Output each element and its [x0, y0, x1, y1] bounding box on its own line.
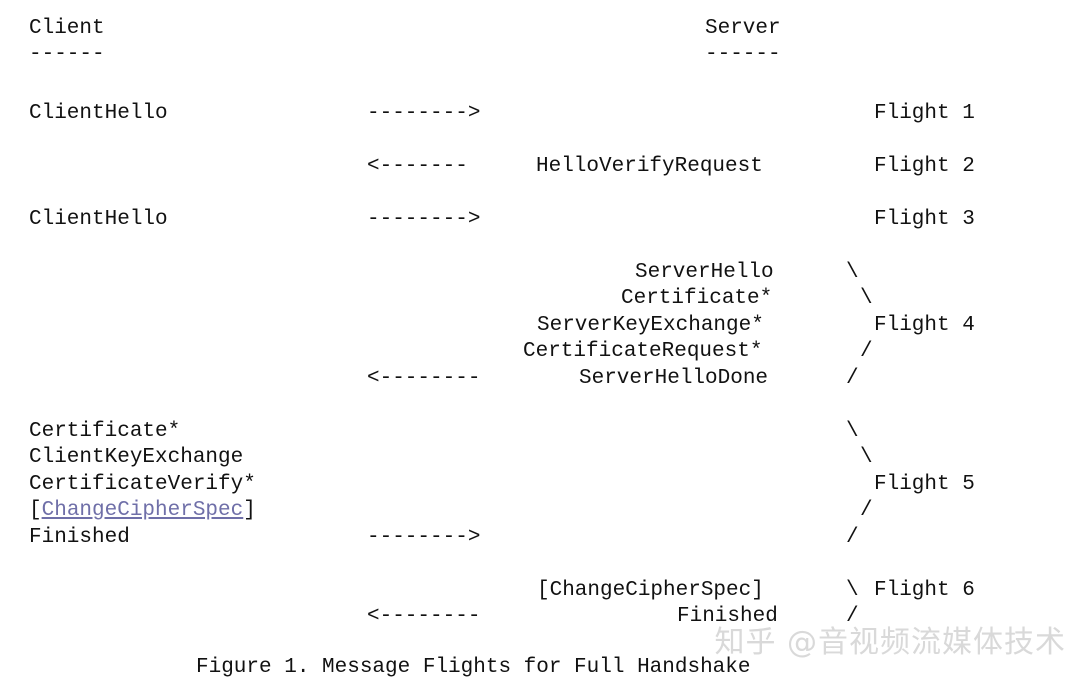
message-certificate-server: Certificate*: [621, 287, 773, 310]
message-certificateverify: CertificateVerify*: [29, 473, 256, 496]
bracket-open: [: [29, 499, 42, 522]
message-serverhellodone: ServerHelloDone: [579, 367, 769, 390]
arrow-flight-4: <--------: [367, 367, 481, 390]
flight-label-6: Flight 6: [874, 579, 975, 602]
message-serverkeyexchange: ServerKeyExchange*: [537, 314, 764, 337]
flight-label-5: Flight 5: [874, 473, 975, 496]
message-clientkeyexchange: ClientKeyExchange: [29, 446, 244, 469]
message-helloverifyrequest: HelloVerifyRequest: [536, 155, 763, 178]
flight-label-4: Flight 4: [874, 314, 975, 337]
brace-flight-5-c: /: [860, 499, 873, 522]
flight-label-1: Flight 1: [874, 102, 975, 125]
message-changecipherspec-client: [ChangeCipherSpec]: [29, 498, 256, 524]
arrow-flight-2: <-------: [367, 155, 468, 178]
flight-label-3: Flight 3: [874, 208, 975, 231]
message-certificate-client: Certificate*: [29, 420, 181, 443]
message-finished-server: Finished: [677, 605, 778, 628]
flight-label-2: Flight 2: [874, 155, 975, 178]
message-serverhello: ServerHello: [635, 261, 774, 284]
changecipherspec-link[interactable]: ChangeCipherSpec: [41, 499, 244, 522]
brace-flight-4-b: \: [860, 287, 873, 310]
arrow-flight-3: -------->: [367, 208, 481, 231]
brace-flight-4-a: \: [846, 261, 859, 284]
brace-flight-6-a: \: [846, 579, 859, 602]
bracket-close: ]: [243, 499, 256, 522]
brace-flight-5-a: \: [846, 420, 859, 443]
figure-caption: Figure 1. Message Flights for Full Hands…: [196, 656, 751, 679]
arrow-flight-5: -------->: [367, 526, 481, 549]
message-clienthello-2: ClientHello: [29, 208, 168, 231]
server-column-heading: Server: [705, 17, 781, 40]
arrow-flight-6: <--------: [367, 605, 481, 628]
message-changecipherspec-server: [ChangeCipherSpec]: [537, 579, 764, 602]
brace-flight-5-b: \: [860, 446, 873, 469]
client-column-rule: ------: [29, 43, 105, 66]
brace-flight-4-d: /: [846, 367, 859, 390]
brace-flight-6-b: /: [846, 605, 859, 628]
brace-flight-5-d: /: [846, 526, 859, 549]
brace-flight-4-c: /: [860, 340, 873, 363]
message-certificaterequest: CertificateRequest*: [523, 340, 763, 363]
message-finished-client: Finished: [29, 526, 130, 549]
message-clienthello-1: ClientHello: [29, 102, 168, 125]
client-column-heading: Client: [29, 17, 105, 40]
server-column-rule: ------: [705, 43, 781, 66]
arrow-flight-1: -------->: [367, 102, 481, 125]
